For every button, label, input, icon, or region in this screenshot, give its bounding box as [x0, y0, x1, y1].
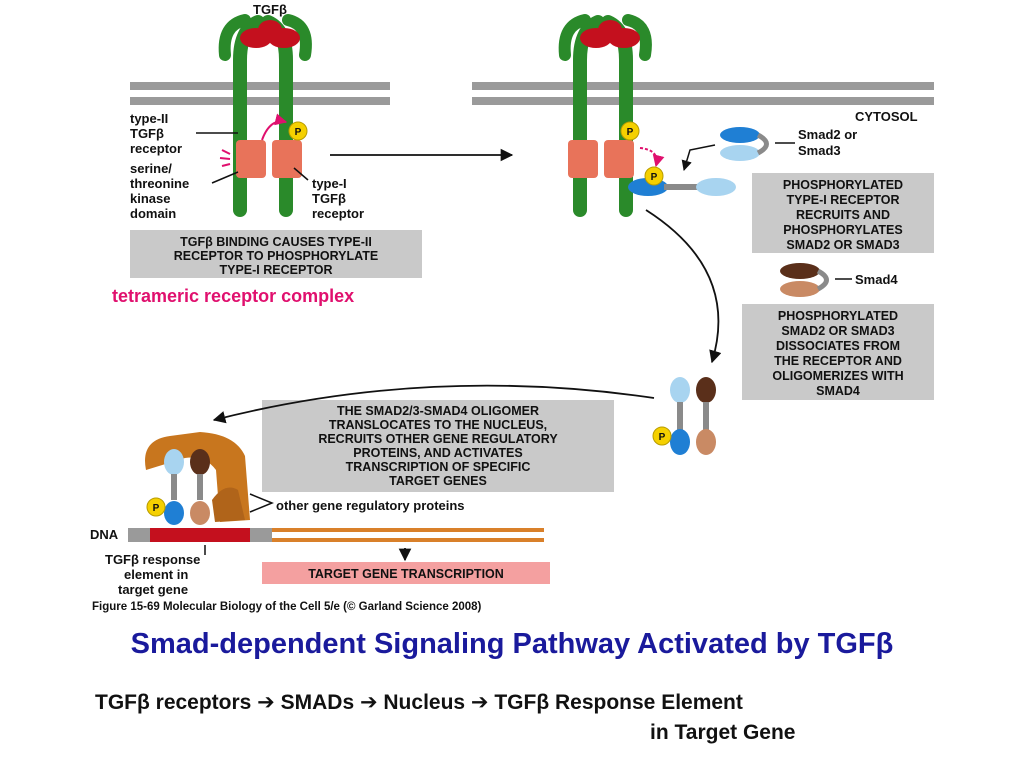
svg-text:TYPE-I RECEPTOR: TYPE-I RECEPTOR [220, 263, 333, 277]
type2-label-3: receptor [130, 141, 182, 156]
cytosol-label: CYTOSOL [855, 109, 918, 124]
type1-label-3: receptor [312, 206, 364, 221]
receptor-complex-left [218, 14, 312, 217]
other-proteins-label: other gene regulatory proteins [276, 498, 465, 513]
smad23-free-icon [720, 127, 795, 161]
svg-text:DISSOCIATES FROM: DISSOCIATES FROM [776, 339, 900, 353]
response-element-label-3: target gene [118, 582, 188, 597]
smad-oligomer-cytosol: P [652, 377, 716, 455]
smad4-label: Smad4 [855, 272, 898, 287]
svg-text:P: P [153, 503, 160, 514]
svg-text:SMAD4: SMAD4 [816, 384, 860, 398]
slide-subtitle-line2: in Target Gene [650, 721, 796, 744]
kinase-label-4: domain [130, 206, 176, 221]
svg-text:TYPE-I RECEPTOR: TYPE-I RECEPTOR [787, 193, 900, 207]
tetrameric-label: tetrameric receptor complex [112, 286, 354, 306]
other-proteins-pointer [249, 493, 274, 513]
svg-text:P: P [627, 127, 634, 138]
arrow-step2 [645, 209, 722, 364]
tgfb-ligand-right [580, 20, 640, 48]
tgfb-label-top: TGFβ [253, 2, 287, 17]
svg-text:P: P [651, 172, 658, 183]
smad23-label-1: Smad2 or [798, 127, 857, 142]
svg-text:THE RECEPTOR AND: THE RECEPTOR AND [774, 354, 902, 368]
svg-text:OLIGOMERIZES WITH: OLIGOMERIZES WITH [772, 369, 903, 383]
svg-text:TGFβ BINDING CAUSES TYPE-II: TGFβ BINDING CAUSES TYPE-II [180, 235, 372, 249]
svg-text:SMAD2 OR SMAD3: SMAD2 OR SMAD3 [781, 324, 894, 338]
type1-pointer [293, 167, 309, 181]
type2-label-1: type-II [130, 111, 168, 126]
slide-subtitle-line1: TGFβ receptors ➔ SMADs ➔ Nucleus ➔ TGFβ … [95, 691, 743, 714]
svg-text:PROTEINS, AND ACTIVATES: PROTEINS, AND ACTIVATES [353, 446, 522, 460]
target-transcription-box: TARGET GENE TRANSCRIPTION [262, 562, 550, 584]
type1-label-2: TGFβ [312, 191, 346, 206]
phospho-badge-left: P [288, 121, 308, 141]
box-dissociates: PHOSPHORYLATED SMAD2 OR SMAD3 DISSOCIATE… [742, 304, 934, 400]
svg-text:SMAD2 OR SMAD3: SMAD2 OR SMAD3 [786, 238, 899, 252]
svg-text:RECEPTOR TO PHOSPHORYLATE: RECEPTOR TO PHOSPHORYLATE [174, 249, 378, 263]
kinase-label-2: threonine [130, 176, 189, 191]
response-element-label-2: element in [124, 567, 188, 582]
response-element-label-1: TGFβ response [105, 552, 200, 567]
smad23-label-2: Smad3 [798, 143, 841, 158]
box-recruits: PHOSPHORYLATED TYPE-I RECEPTOR RECRUITS … [752, 173, 934, 253]
tgfb-ligand-left [240, 20, 300, 48]
arrow-step3 [212, 384, 655, 424]
svg-text:P: P [659, 432, 666, 443]
dna-strand [128, 528, 544, 542]
smad4-free-icon [780, 263, 852, 297]
type1-label-1: type-I [312, 176, 347, 191]
svg-text:P: P [295, 127, 302, 138]
svg-text:PHOSPHORYLATED: PHOSPHORYLATED [783, 178, 903, 192]
svg-text:RECRUITS OTHER GENE REGULATORY: RECRUITS OTHER GENE REGULATORY [318, 432, 558, 446]
kinase-pointer [211, 171, 239, 184]
dna-label: DNA [90, 527, 119, 542]
svg-text:PHOSPHORYLATED: PHOSPHORYLATED [778, 309, 898, 323]
smad23-bound-receptor: P [628, 166, 736, 196]
membrane-right [472, 82, 934, 105]
phospho-badge-right: P [620, 121, 640, 141]
kinase-label-3: kinase [130, 191, 170, 206]
svg-text:TARGET GENES: TARGET GENES [389, 474, 487, 488]
smad-oligomer-nucleus: P [146, 449, 210, 525]
box-translocates: THE SMAD2/3-SMAD4 OLIGOMER TRANSLOCATES … [262, 400, 614, 492]
figure-caption: Figure 15-69 Molecular Biology of the Ce… [92, 601, 482, 613]
svg-text:TARGET GENE TRANSCRIPTION: TARGET GENE TRANSCRIPTION [308, 567, 504, 581]
kinase-label-1: serine/ [130, 161, 172, 176]
svg-text:PHOSPHORYLATES: PHOSPHORYLATES [783, 223, 902, 237]
svg-text:THE SMAD2/3-SMAD4 OLIGOMER: THE SMAD2/3-SMAD4 OLIGOMER [337, 404, 539, 418]
svg-text:TRANSCRIPTION OF SPECIFIC: TRANSCRIPTION OF SPECIFIC [346, 460, 531, 474]
radiating-lines-icon [219, 149, 231, 167]
svg-text:TRANSLOCATES TO THE NUCLEUS,: TRANSLOCATES TO THE NUCLEUS, [329, 418, 547, 432]
slide-title: Smad-dependent Signaling Pathway Activat… [130, 628, 894, 660]
box-binding: TGFβ BINDING CAUSES TYPE-II RECEPTOR TO … [130, 230, 422, 278]
membrane-left [130, 82, 390, 105]
type2-label-2: TGFβ [130, 126, 164, 141]
svg-text:RECRUITS AND: RECRUITS AND [796, 208, 890, 222]
